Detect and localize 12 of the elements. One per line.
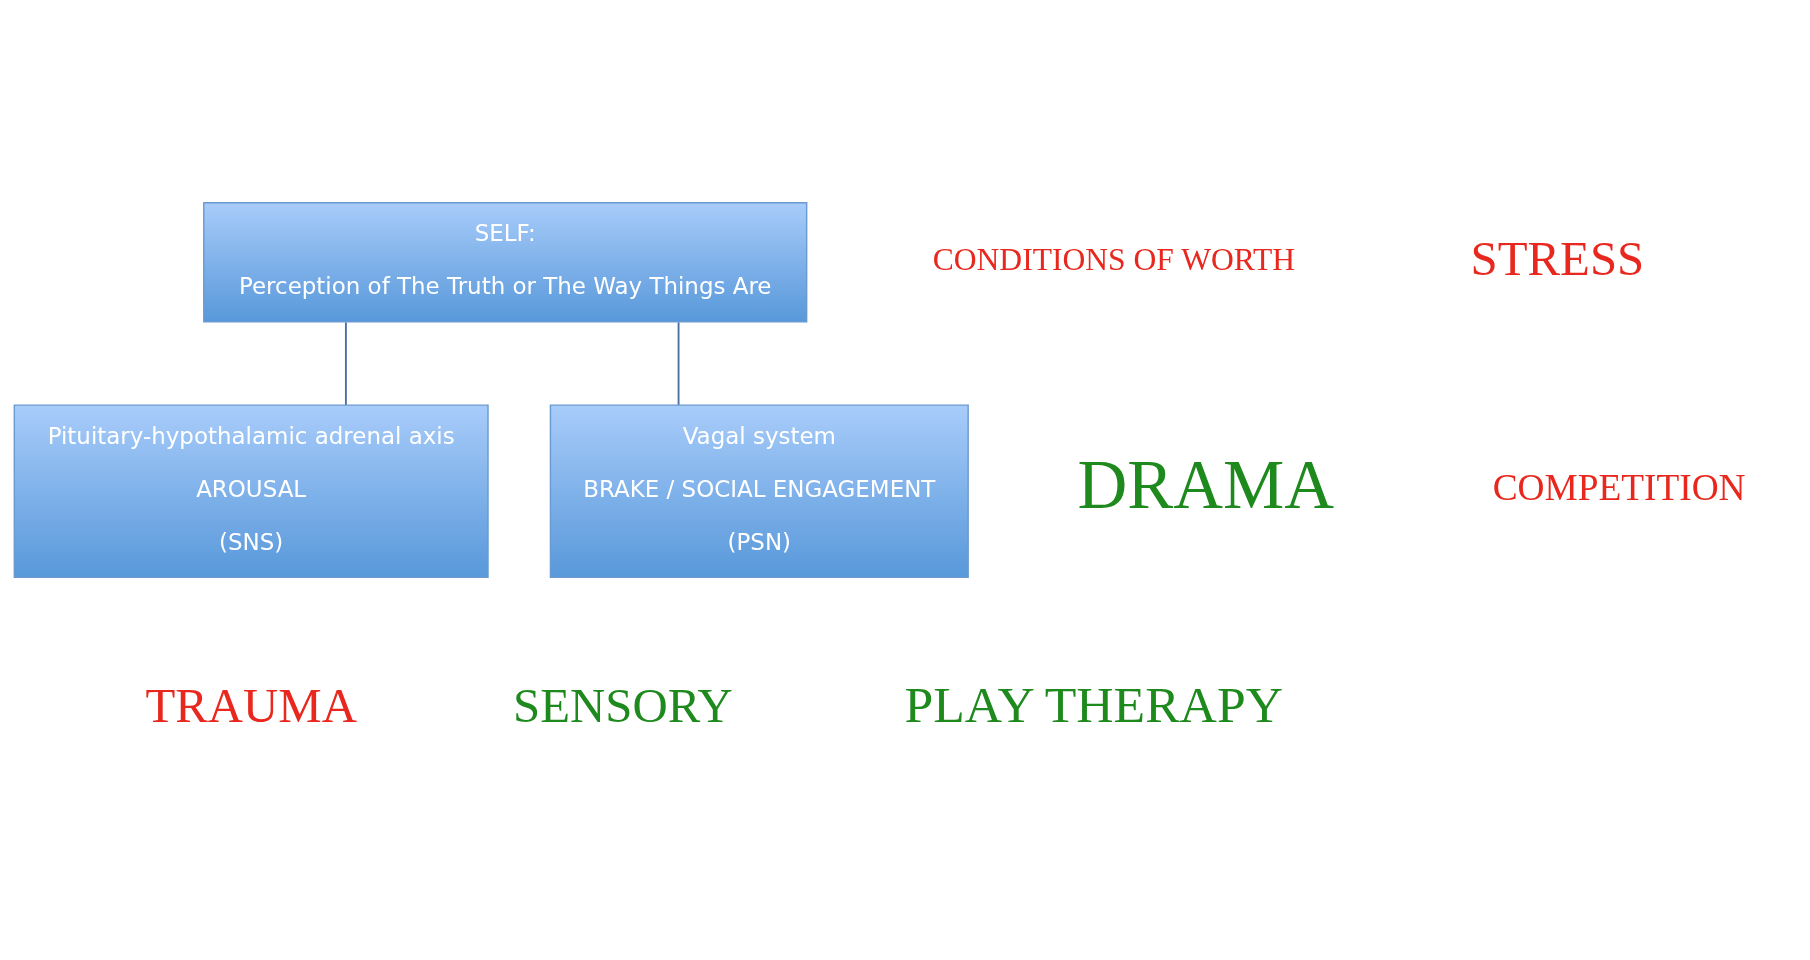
label: TRAUMA bbox=[145, 678, 357, 733]
label: STRESS bbox=[1470, 231, 1645, 286]
label: DRAMA bbox=[1077, 446, 1334, 523]
label: SENSORY bbox=[513, 678, 733, 733]
connector bbox=[344, 321, 347, 406]
node-box: Vagal system BRAKE / SOCIAL ENGAGEMENT (PSN) bbox=[549, 403, 969, 578]
node-box: SELF: Perception of The Truth or The Way Things Are bbox=[203, 201, 808, 323]
connector bbox=[677, 321, 680, 406]
label: PLAY THERAPY bbox=[904, 675, 1283, 733]
node-box: Pituitary-hypothalamic adrenal axis AROUSAL (SNS) bbox=[13, 403, 489, 578]
label: CONDITIONS OF WORTH bbox=[932, 241, 1295, 277]
label: COMPETITION bbox=[1492, 466, 1746, 508]
